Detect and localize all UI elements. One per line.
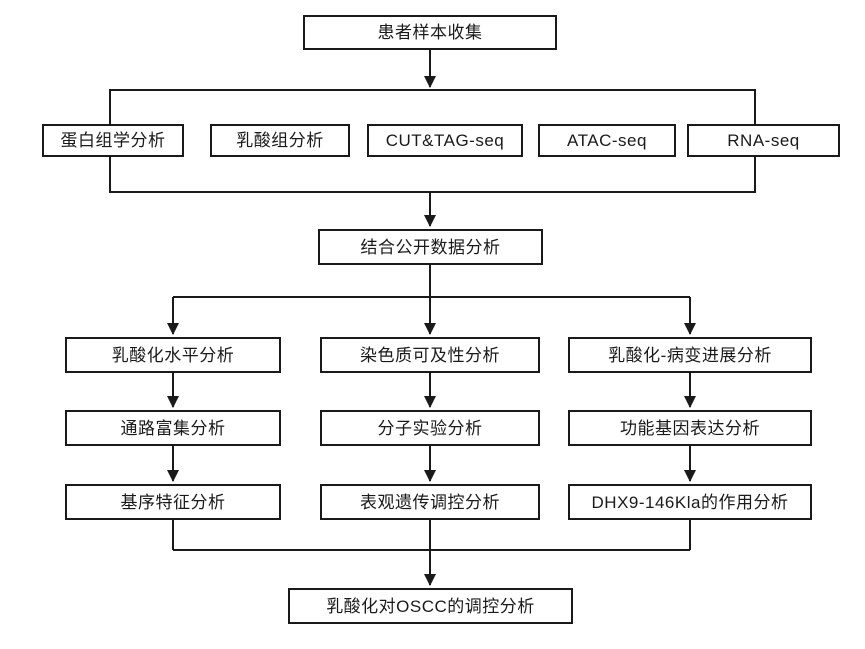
node-lactylation-lesion-progression-analysis: 乳酸化-病变进展分析	[568, 337, 812, 373]
node-dhx9-146kla-function-analysis: DHX9-146Kla的作用分析	[568, 484, 812, 520]
node-functional-gene-expression-analysis: 功能基因表达分析	[568, 410, 812, 446]
node-chromatin-accessibility-analysis: 染色质可及性分析	[320, 337, 540, 373]
node-molecular-experiment-analysis: 分子实验分析	[320, 410, 540, 446]
node-atac-seq: ATAC-seq	[538, 124, 676, 157]
node-public-data-integration: 结合公开数据分析	[318, 229, 543, 265]
node-patient-sample-collection: 患者样本收集	[303, 15, 557, 50]
node-cut-tag-seq: CUT&TAG-seq	[367, 124, 523, 157]
node-oscc-regulation-conclusion: 乳酸化对OSCC的调控分析	[288, 588, 573, 624]
node-motif-feature-analysis: 基序特征分析	[65, 484, 281, 520]
node-rna-seq: RNA-seq	[687, 124, 840, 157]
node-proteomics-analysis: 蛋白组学分析	[42, 124, 184, 157]
node-lactylome-analysis: 乳酸组分析	[210, 124, 350, 157]
node-lactylation-level-analysis: 乳酸化水平分析	[65, 337, 281, 373]
node-pathway-enrichment-analysis: 通路富集分析	[65, 410, 281, 446]
node-epigenetic-regulation-analysis: 表观遗传调控分析	[320, 484, 540, 520]
